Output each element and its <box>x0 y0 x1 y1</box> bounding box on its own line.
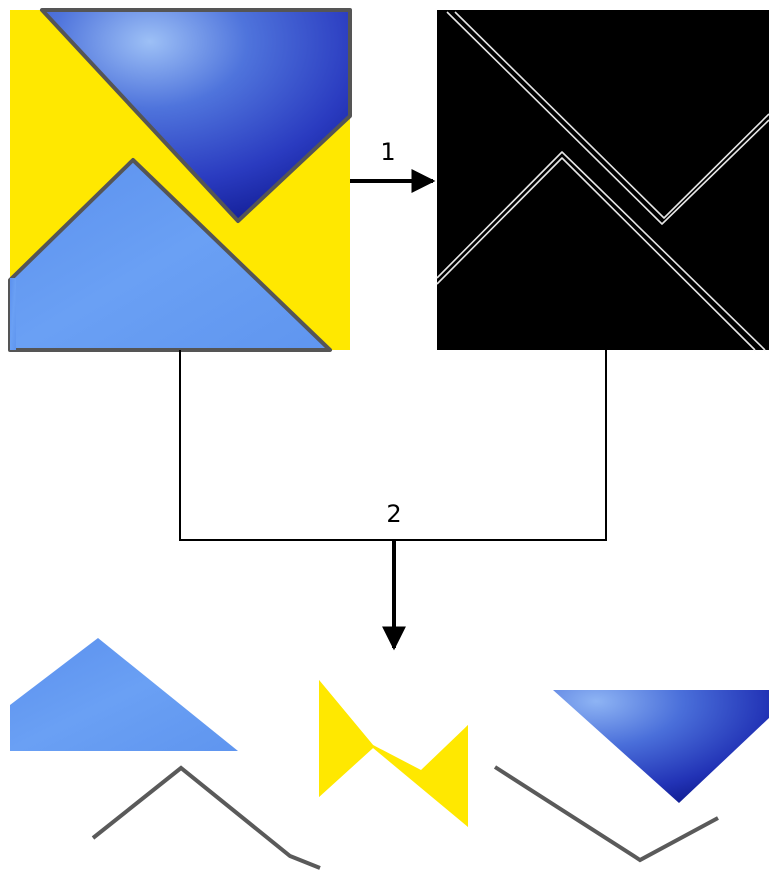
dark-blue-edge <box>493 765 719 863</box>
segment-light-blue <box>10 638 321 870</box>
segment-dark-blue <box>493 690 769 863</box>
dark-blue-triangle <box>553 690 769 803</box>
yellow-zigzag <box>319 680 468 827</box>
arrow-step-1: 1 <box>350 138 436 193</box>
step-1-label: 1 <box>380 138 395 166</box>
edge-map-background <box>437 10 769 350</box>
light-blue-triangle <box>10 638 238 751</box>
input-image <box>8 8 352 352</box>
dark-blue-region <box>40 8 352 223</box>
light-blue-edge <box>91 765 321 870</box>
connector-step-2: 2 <box>179 350 607 651</box>
edge-lines <box>436 11 769 351</box>
edge-map-image <box>436 10 769 351</box>
segment-yellow <box>319 680 468 827</box>
step-2-label: 2 <box>386 500 401 528</box>
